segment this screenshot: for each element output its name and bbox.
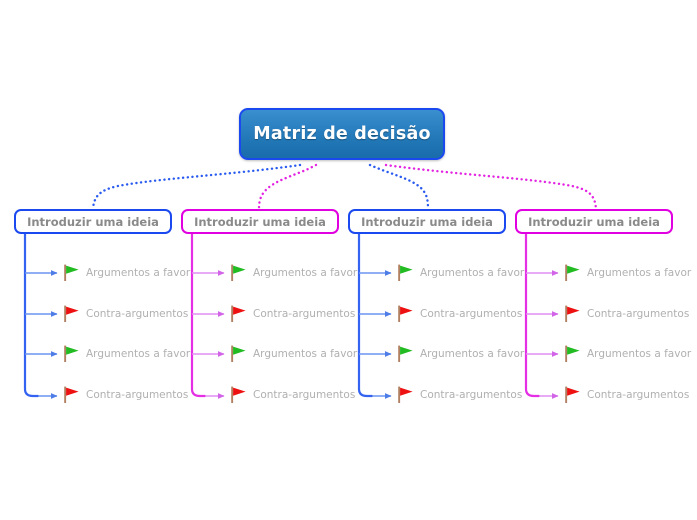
leaf-label: Contra-argumentos [253,308,356,320]
leaf-item[interactable]: Argumentos a favor [61,262,190,284]
leaf-item[interactable]: Argumentos a favor [395,262,524,284]
green-flag-icon [395,344,415,364]
red-flag-icon [562,385,582,405]
green-flag-icon [228,344,248,364]
green-flag-icon [61,263,81,283]
leaf-item[interactable]: Argumentos a favor [228,343,357,365]
leaf-item[interactable]: Argumentos a favor [562,343,691,365]
branch-node-1[interactable]: Introduzir uma ideia [14,209,172,234]
leaf-label: Argumentos a favor [587,348,692,360]
trunk-branch-4 [524,232,541,398]
green-flag-icon [395,263,415,283]
leaf-item[interactable]: Contra-argumentos [228,303,355,325]
connector-root-to-branch-2 [257,163,318,211]
leaf-label: Argumentos a favor [420,348,525,360]
red-flag-icon [61,304,81,324]
leaf-item[interactable]: Contra-argumentos [61,303,188,325]
leaf-label: Argumentos a favor [86,348,191,360]
leaf-label: Contra-argumentos [253,389,356,401]
connector-root-to-branch-1 [91,163,302,211]
leaf-label: Argumentos a favor [86,267,191,279]
branch-node-1-label: Introduzir uma ideia [27,214,159,229]
leaf-item[interactable]: Contra-argumentos [395,303,522,325]
trunk-branch-1 [23,232,40,398]
branch-node-3-label: Introduzir uma ideia [361,214,493,229]
leaf-item[interactable]: Contra-argumentos [562,303,689,325]
green-flag-icon [228,263,248,283]
connector-root-to-branch-4 [384,163,598,211]
leaf-label: Contra-argumentos [587,308,690,320]
leaf-item[interactable]: Argumentos a favor [228,262,357,284]
red-flag-icon [562,304,582,324]
red-flag-icon [61,385,81,405]
trunk-branch-2 [190,232,207,398]
green-flag-icon [562,344,582,364]
red-flag-icon [395,304,415,324]
leaf-label: Argumentos a favor [587,267,692,279]
trunk-branch-3 [357,232,374,398]
leaf-label: Contra-argumentos [420,308,523,320]
leaf-label: Contra-argumentos [86,389,189,401]
branch-node-2-label: Introduzir uma ideia [194,214,326,229]
green-flag-icon [61,344,81,364]
leaf-item[interactable]: Contra-argumentos [61,384,188,406]
leaf-label: Argumentos a favor [420,267,525,279]
leaf-item[interactable]: Contra-argumentos [228,384,355,406]
leaf-item[interactable]: Contra-argumentos [562,384,689,406]
connector-root-to-branch-3 [368,163,430,211]
red-flag-icon [228,304,248,324]
leaf-label: Contra-argumentos [587,389,690,401]
leaf-label: Contra-argumentos [86,308,189,320]
leaf-label: Argumentos a favor [253,348,358,360]
leaf-item[interactable]: Contra-argumentos [395,384,522,406]
branch-node-4[interactable]: Introduzir uma ideia [515,209,673,234]
branch-node-4-label: Introduzir uma ideia [528,214,660,229]
leaf-item[interactable]: Argumentos a favor [562,262,691,284]
branch-node-3[interactable]: Introduzir uma ideia [348,209,506,234]
leaf-label: Contra-argumentos [420,389,523,401]
leaf-item[interactable]: Argumentos a favor [395,343,524,365]
green-flag-icon [562,263,582,283]
leaf-label: Argumentos a favor [253,267,358,279]
red-flag-icon [228,385,248,405]
root-node-label: Matriz de decisão [253,124,431,144]
root-node[interactable]: Matriz de decisão [239,108,445,160]
branch-node-2[interactable]: Introduzir uma ideia [181,209,339,234]
red-flag-icon [395,385,415,405]
leaf-item[interactable]: Argumentos a favor [61,343,190,365]
